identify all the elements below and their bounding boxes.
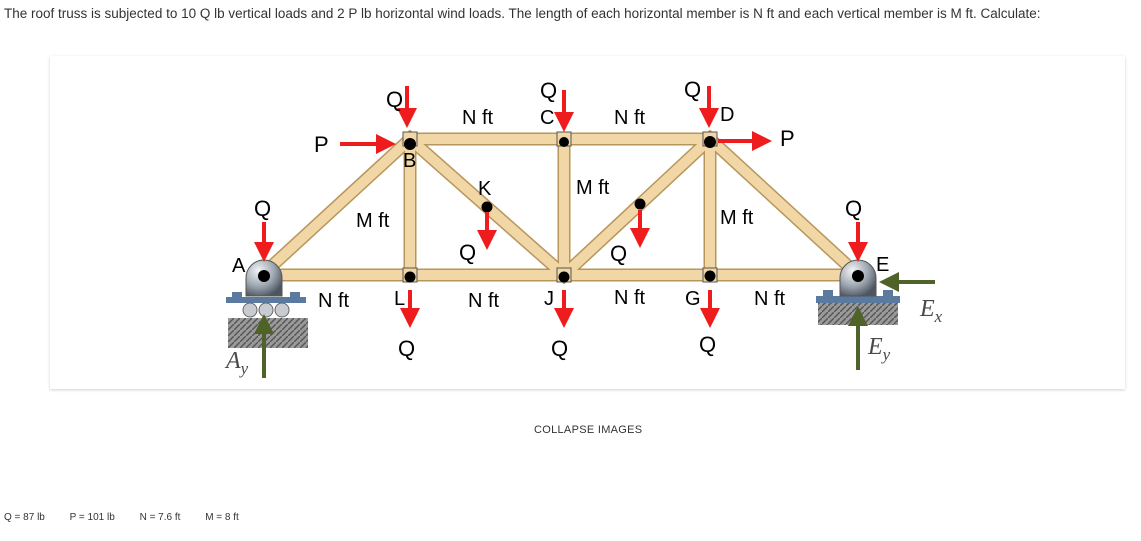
vertical-loads [254,86,868,328]
truss-figure: Q Q Q Q Q Q Q Q Q Q P P A B C D E K L J … [50,56,1125,389]
svg-text:P: P [314,132,329,157]
svg-text:M ft: M ft [576,177,610,199]
svg-text:N ft: N ft [754,288,786,310]
node-labels: A B C D E K L J G [232,104,889,310]
svg-text:N ft: N ft [318,290,350,312]
svg-text:Q: Q [386,87,403,112]
param-p: P = 101 lb [69,512,115,523]
svg-text:Q: Q [684,77,701,102]
svg-text:A: A [232,255,246,277]
svg-text:C: C [540,107,554,129]
svg-text:Ey: Ey [867,334,891,364]
svg-text:Q: Q [610,241,627,266]
svg-text:Q: Q [845,196,862,221]
svg-text:J: J [544,288,554,310]
reaction-arrows [254,272,935,378]
svg-text:E: E [876,254,889,276]
svg-text:Ex: Ex [919,296,943,326]
joint-dots [258,136,864,283]
collapse-images-button[interactable]: COLLAPSE IMAGES [534,424,643,436]
problem-statement: The roof truss is subjected to 10 Q lb v… [4,6,1041,21]
svg-text:G: G [685,288,701,310]
svg-text:L: L [394,288,405,310]
svg-text:N ft: N ft [462,107,494,129]
truss-members [252,129,868,285]
svg-text:D: D [720,104,734,126]
svg-text:N ft: N ft [614,107,646,129]
svg-text:Ay: Ay [224,348,249,378]
svg-text:Q: Q [254,196,271,221]
param-q: Q = 87 lb [4,512,45,523]
svg-text:B: B [403,150,416,172]
parameter-values: Q = 87 lb P = 101 lb N = 7.6 ft M = 8 ft [4,512,261,523]
dimension-labels: N ft N ft N ft N ft N ft N ft M ft M ft … [318,107,786,312]
horizontal-loads [340,131,772,154]
svg-text:M ft: M ft [720,207,754,229]
svg-text:Q: Q [699,332,716,357]
svg-text:P: P [780,126,795,151]
svg-text:K: K [478,178,492,200]
param-n: N = 7.6 ft [139,512,181,523]
svg-text:M ft: M ft [356,210,390,232]
svg-text:Q: Q [459,240,476,265]
svg-text:Q: Q [540,78,557,103]
svg-text:N ft: N ft [614,287,646,309]
reaction-labels: Ay Ex Ey [224,296,943,378]
svg-text:N ft: N ft [468,290,500,312]
svg-text:Q: Q [551,336,568,361]
svg-text:Q: Q [398,336,415,361]
p-labels: P P [314,126,795,157]
q-labels: Q Q Q Q Q Q Q Q Q Q [254,77,862,361]
param-m: M = 8 ft [205,512,239,523]
